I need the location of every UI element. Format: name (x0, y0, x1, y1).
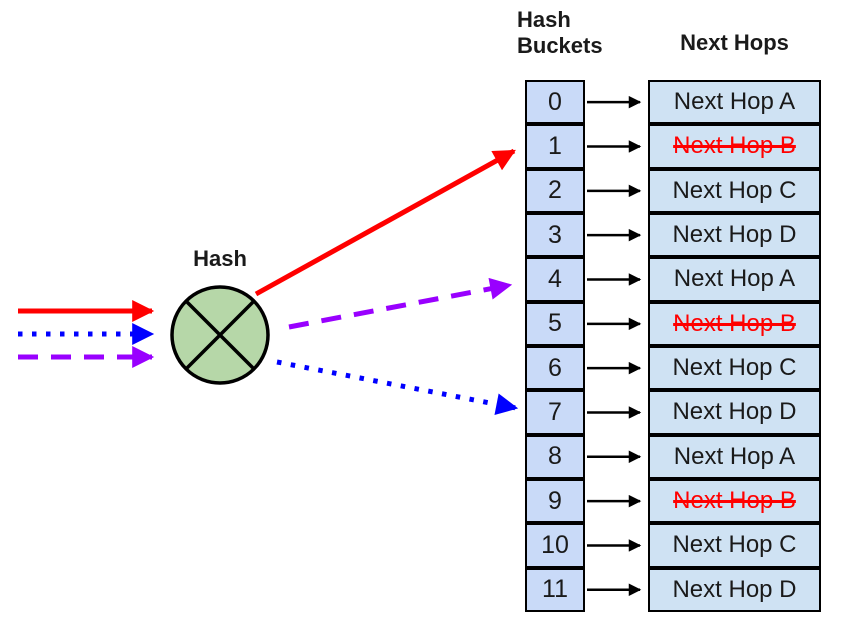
bucket-cell-2: 2 (525, 169, 585, 213)
next-hop-cell-7: Next Hop D (648, 390, 821, 434)
next-hop-cell-4: Next Hop A (648, 257, 821, 301)
bucket-cell-3: 3 (525, 213, 585, 257)
next-hop-cell-2: Next Hop C (648, 169, 821, 213)
next-hops-header: Next Hops (648, 30, 821, 56)
hash-buckets-header: Hash Buckets (517, 7, 603, 59)
next-hop-cell-9: Next Hop B (648, 479, 821, 523)
bucket-cell-0: 0 (525, 80, 585, 124)
next-hop-cell-1: Next Hop B (648, 124, 821, 168)
bucket-cell-8: 8 (525, 435, 585, 479)
bucket-to-nexthop-connectors (587, 102, 640, 590)
next-hop-cell-3: Next Hop D (648, 213, 821, 257)
hash-node-label: Hash (160, 246, 280, 272)
bucket-cell-7: 7 (525, 390, 585, 434)
bucket-cell-1: 1 (525, 124, 585, 168)
hash-buckets-column: 01234567891011 (525, 80, 585, 612)
bucket-cell-11: 11 (525, 568, 585, 612)
hash-node-circle (172, 287, 268, 383)
bucket-cell-9: 9 (525, 479, 585, 523)
next-hop-cell-0: Next Hop A (648, 80, 821, 124)
next-hop-cell-8: Next Hop A (648, 435, 821, 479)
purple-flow-out-arrow-to-bucket-4 (289, 285, 510, 327)
blue-flow-out-arrow-to-bucket-7 (277, 362, 516, 408)
next-hop-cell-11: Next Hop D (648, 568, 821, 612)
red-flow-out-arrow-to-bucket-1 (256, 151, 514, 294)
bucket-cell-10: 10 (525, 523, 585, 567)
next-hop-cell-6: Next Hop C (648, 346, 821, 390)
next-hops-column: Next Hop ANext Hop BNext Hop CNext Hop D… (648, 80, 821, 612)
next-hop-cell-10: Next Hop C (648, 523, 821, 567)
bucket-cell-6: 6 (525, 346, 585, 390)
bucket-cell-5: 5 (525, 302, 585, 346)
hash-x-mark (186, 301, 254, 369)
bucket-cell-4: 4 (525, 257, 585, 301)
hash-x-mark (186, 301, 254, 369)
next-hop-cell-5: Next Hop B (648, 302, 821, 346)
